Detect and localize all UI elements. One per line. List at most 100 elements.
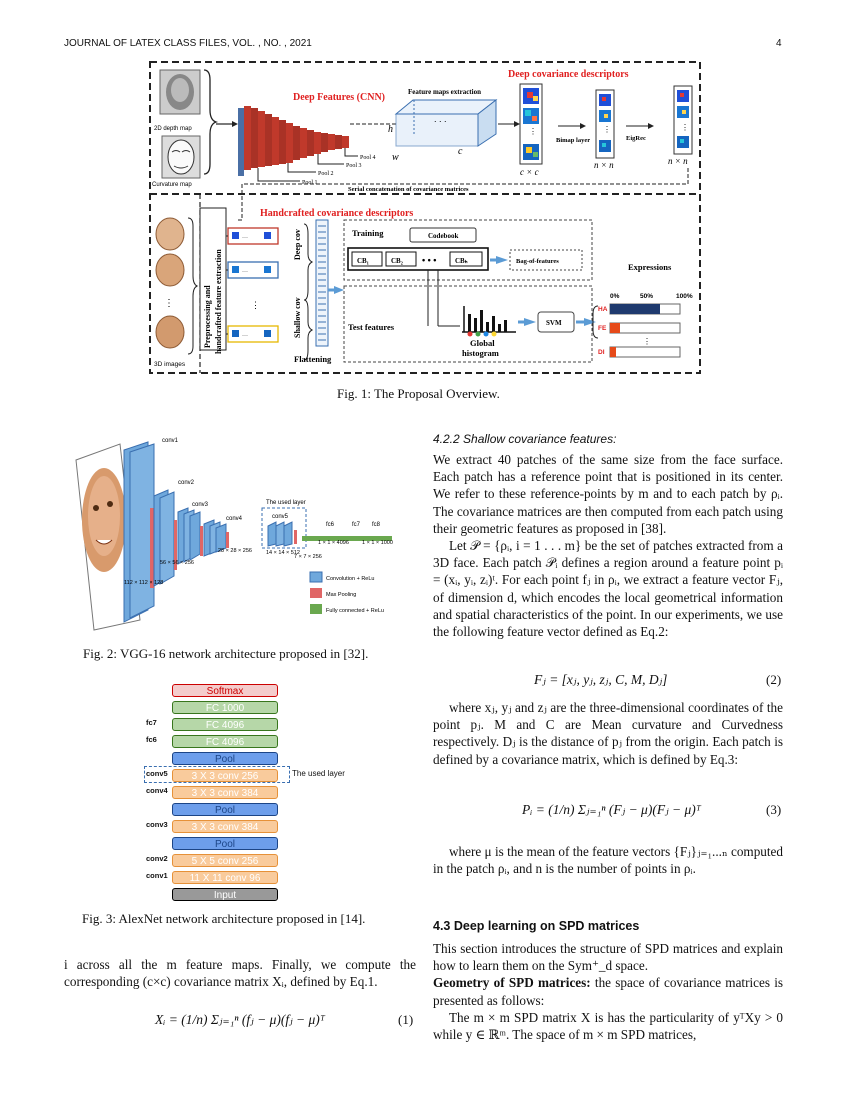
alexnet-layer: Pool: [172, 803, 278, 816]
global-label: Global: [470, 338, 495, 348]
alexnet-layer: 5 X 5 conv 256: [172, 854, 278, 867]
equation-1: Xᵢ = (1/n) Σⱼ₌₁ⁿ (fⱼ − μ)(fⱼ − μ)ᵀ: [155, 1012, 325, 1027]
equation-2-number: (2): [766, 672, 782, 687]
flattening-vector: [315, 219, 329, 347]
svg-text:···: ···: [242, 333, 248, 339]
w-label: w: [392, 152, 399, 163]
alexnet-layer: 3 X 3 conv 256: [172, 769, 278, 782]
alexnet-conv2-label: conv2: [146, 854, 168, 863]
vgg-dim-56: 56 × 56 × 256: [160, 560, 194, 566]
vgg-fc8-label: fc8: [372, 522, 381, 528]
cb1-label: CB₁: [357, 257, 369, 265]
shallow-cov-vertical-label: Shallow cov: [293, 297, 302, 338]
pct0-label: 0%: [610, 293, 620, 300]
deep-cov-vertical-label: Deep cov: [293, 229, 302, 260]
expressions-label: Expressions: [628, 262, 672, 272]
alexnet-used-layer-label: The used layer: [292, 769, 345, 778]
alexnet-layer: Pool: [172, 837, 278, 850]
vgg-used-layer-label: The used layer: [266, 500, 306, 506]
vgg-dim-7: 7 × 7 × 256: [294, 554, 322, 560]
paragraph-3: where xⱼ, yⱼ and zⱼ are the three-dimens…: [433, 700, 783, 767]
legend-pool: Max Pooling: [326, 592, 356, 598]
svg-text:⋮: ⋮: [643, 337, 651, 346]
3d-images-label: 3D images: [154, 361, 186, 368]
deep-cov-title: Deep covariance descriptors: [508, 69, 629, 80]
vgg-dim-1000: 1 × 1 × 1000: [362, 540, 393, 546]
flattening-label: Flattening: [294, 354, 332, 364]
equation-2: Fⱼ = [xⱼ, yⱼ, zⱼ, C, M, Dⱼ]: [534, 672, 668, 687]
right-column-p1: We extract 40 patches of the same size f…: [433, 451, 783, 640]
pool2-label: Pool 2: [318, 171, 334, 177]
legend-conv: Convolution + ReLu: [326, 576, 374, 582]
left-column-paragraph: i across all the m feature maps. Finally…: [64, 956, 416, 990]
alexnet-conv4-label: conv4: [146, 786, 168, 795]
figure-1-caption: Fig. 1: The Proposal Overview.: [337, 386, 500, 401]
pool1-label: Pool 1: [302, 180, 318, 186]
cbh-label: CBₕ: [455, 257, 468, 265]
depth-map-label: 2D depth map: [154, 126, 192, 132]
vgg-dim-14: 14 × 14 × 512: [266, 550, 300, 556]
geometry-bold: Geometry of SPD matrices:: [433, 975, 591, 991]
pct50-label: 50%: [640, 293, 653, 300]
training-label: Training: [352, 228, 384, 238]
dots: . . .: [434, 114, 447, 124]
alexnet-layer: FC 1000: [172, 701, 278, 714]
cxc-label: c × c: [520, 167, 539, 177]
cnn-stack: [238, 106, 349, 176]
h-label: h: [388, 124, 393, 135]
cxc-matrices: ⋮: [519, 83, 543, 165]
svm-label: SVM: [546, 319, 562, 327]
nxn1-label: n × n: [594, 160, 614, 170]
ha-label: HA: [598, 306, 608, 313]
bimap-label: Bimap layer: [556, 137, 590, 144]
running-header: JOURNAL OF LATEX CLASS FILES, VOL. , NO.…: [64, 38, 312, 49]
alexnet-layer: 3 X 3 conv 384: [172, 786, 278, 799]
alexnet-fc6-label: fc6: [146, 735, 157, 744]
face-thumbnails: ⋮: [155, 217, 185, 349]
svg-text:⋮: ⋮: [164, 298, 174, 309]
equation-1-number: (1): [398, 1012, 414, 1027]
figure-2-caption: Fig. 2: VGG-16 network architecture prop…: [83, 646, 369, 661]
pool3-label: Pool 3: [346, 163, 362, 169]
cb2-label: CB₂: [391, 257, 403, 265]
vgg-fc7-label: fc7: [352, 522, 361, 528]
alexnet-layer: 11 X 11 conv 96: [172, 871, 278, 884]
svg-text:⋮: ⋮: [603, 125, 611, 134]
right-column-p3: where xⱼ, yⱼ and zⱼ are the three-dimens…: [433, 699, 783, 768]
alexnet-conv3-label: conv3: [146, 820, 168, 829]
subsection-heading: 4.2.2 Shallow covariance features:: [433, 432, 617, 446]
left-paragraph: i across all the m feature maps. Finally…: [64, 957, 416, 990]
pct100-label: 100%: [676, 293, 693, 300]
paragraph-6: the space of covariance matrices is pres…: [433, 975, 784, 1008]
alexnet-conv5-label: conv5: [146, 769, 168, 778]
figure-2-diagram: conv1 conv2 conv3 conv4 The used layer c…: [75, 438, 393, 631]
vgg-dim-4096: 1 × 1 × 4096: [318, 540, 349, 546]
vgg-conv2-label: conv2: [178, 480, 195, 486]
serial-label: Serial concatenation of covariance matri…: [348, 186, 469, 193]
paragraph-4: where μ is the mean of the feature vecto…: [433, 844, 783, 877]
alexnet-conv1-label: conv1: [146, 871, 168, 880]
equation-3: Pᵢ = (1/n) Σⱼ₌₁ⁿ (Fⱼ − μ)(Fⱼ − μ)ᵀ: [522, 802, 701, 817]
deep-features-title: Deep Features (CNN): [293, 92, 385, 103]
vgg-dim-112: 112 × 112 × 128: [124, 580, 163, 586]
codebook-label: Codebook: [428, 232, 458, 240]
nxn-matrices-1: ⋮: [595, 89, 615, 159]
alexnet-layer: Softmax: [172, 684, 278, 697]
feature-maps-label: Feature maps extraction: [408, 88, 481, 96]
svg-text:⋮: ⋮: [251, 300, 260, 310]
legend-fc: Fully connected + ReLu: [326, 608, 384, 614]
handcrafted-title: Handcrafted covariance descriptors: [260, 208, 413, 219]
equation-3-number: (3): [766, 802, 782, 817]
c-label: c: [458, 146, 463, 157]
section-heading: 4.3 Deep learning on SPD matrices: [433, 919, 640, 933]
alexnet-used-layer-box: [144, 766, 290, 783]
bag-of-features-label: Bag-of-features: [516, 258, 559, 265]
alexnet-fc7-label: fc7: [146, 718, 157, 727]
figure-1-diagram: 2D depth map Curvature map Deep Features…: [149, 61, 701, 374]
page-number: 4: [776, 38, 782, 49]
svg-text:⋮: ⋮: [681, 123, 689, 132]
svg-text:···: ···: [242, 235, 248, 241]
curvature-map-label: Curvature map: [152, 182, 192, 188]
nxn2-label: n × n: [668, 156, 688, 166]
vgg-conv4-label: conv4: [226, 516, 243, 522]
